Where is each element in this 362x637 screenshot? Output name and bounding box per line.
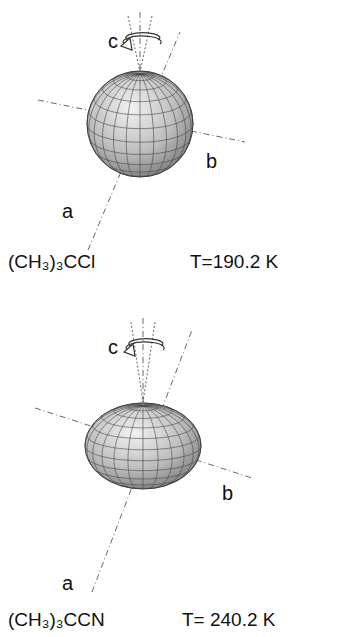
axis-lines	[38, 12, 245, 250]
axis-label: a	[62, 572, 73, 594]
temperature-label: T=190.2 K	[190, 252, 278, 273]
body-outline	[85, 403, 201, 489]
rotation-arrow	[121, 33, 161, 50]
axis-lines	[35, 318, 252, 592]
temperature-label: T= 240.2 K	[182, 610, 275, 631]
axis-label: c	[108, 336, 118, 358]
axis-label: a	[62, 200, 73, 222]
sphere	[87, 71, 193, 177]
rotation-arrow	[124, 339, 164, 356]
body-outline	[87, 71, 193, 177]
axis-label: c	[108, 30, 118, 52]
axis-label: b	[222, 482, 233, 504]
molecule-formula: (CH₃)₃CCN	[8, 610, 105, 631]
grid-lines	[87, 71, 193, 177]
molecule-formula: (CH₃)₃CCl	[8, 252, 95, 273]
grid-lines	[85, 403, 201, 489]
oblate-ellipsoid	[85, 403, 201, 489]
axis-label: b	[206, 150, 217, 172]
